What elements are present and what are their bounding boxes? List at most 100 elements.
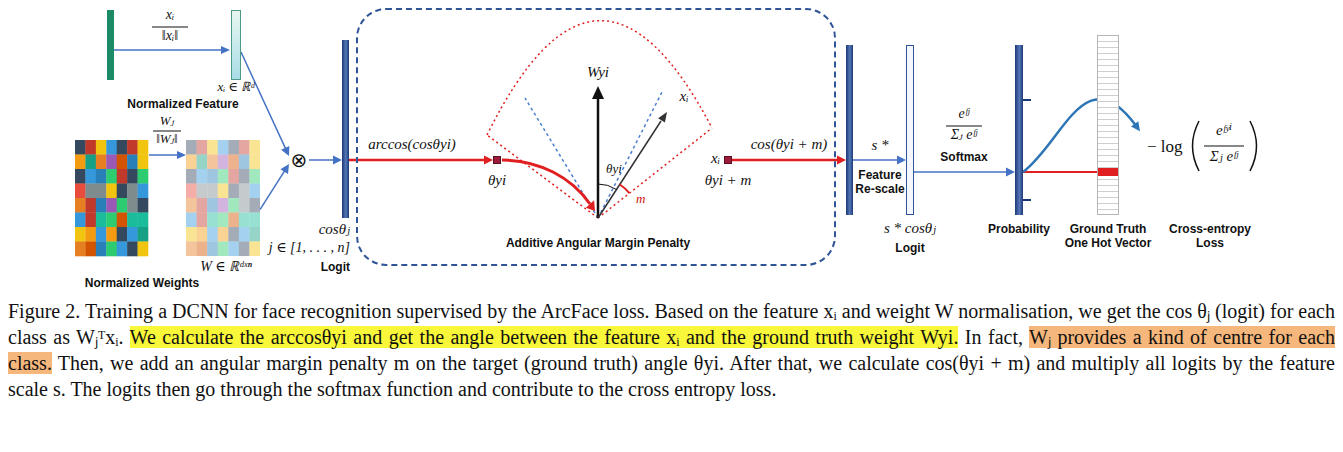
arrow-connector <box>349 156 493 165</box>
math-label: θyi <box>606 162 622 177</box>
matrix-cell <box>117 155 128 170</box>
normalized-weight-matrix: W ∈ ℝᵈˣⁿNormalized Weights <box>186 140 260 256</box>
matrix-cell <box>117 140 128 155</box>
matrix-cell <box>138 140 149 155</box>
arrow-head <box>177 151 186 159</box>
matrix-cell <box>218 198 229 213</box>
margin-arc <box>620 185 630 194</box>
math-label: Wyi <box>587 64 609 81</box>
matrix-cell <box>127 242 138 257</box>
figure-caption: Figure 2. Training a DCNN for face recog… <box>8 298 1335 402</box>
node-label: xᵢ <box>711 150 720 167</box>
matrix-cell <box>138 184 149 199</box>
matrix-cell <box>127 184 138 199</box>
matrix-cell <box>239 242 250 257</box>
connector-line <box>732 159 839 162</box>
matrix-cell <box>197 169 208 184</box>
matrix-cell <box>96 213 107 228</box>
rescaled-logit-bar: s * cosθⱼLogit <box>906 45 914 215</box>
math-label: eᶠʲ <box>959 106 970 122</box>
class-centre-vector <box>597 97 600 218</box>
class-boundary <box>525 92 662 218</box>
matrix-cell <box>138 213 149 228</box>
matrix-cell <box>186 140 197 155</box>
matrix-cell <box>186 169 197 184</box>
angle-pointer <box>502 160 590 204</box>
math-label: xᵢ <box>166 7 174 23</box>
matrix-cell <box>106 227 117 242</box>
matrix-cell <box>186 213 197 228</box>
matrix-cell <box>186 198 197 213</box>
matrix-cell <box>75 155 86 170</box>
margin-sector <box>487 21 712 218</box>
node-label: Feature Re-scale <box>851 168 909 197</box>
raw-weight-matrix <box>75 140 148 256</box>
node-label: Ground Truth One Hot Vector <box>1058 222 1158 251</box>
matrix-cell <box>197 155 208 170</box>
matrix-cell <box>249 169 260 184</box>
matrix-cell <box>249 155 260 170</box>
fraction-line <box>946 126 982 127</box>
loss-formula: − logeᶠʸⁱΣⱼ eᶠʲCross-entropy Loss <box>1140 118 1262 184</box>
matrix-cell <box>228 155 239 170</box>
matrix-cell <box>186 155 197 170</box>
node-label: eᶠʸⁱ <box>1216 122 1232 139</box>
matrix-cell <box>239 184 250 199</box>
matrix-cell <box>85 198 96 213</box>
matrix-cell <box>106 184 117 199</box>
edge-label: s * <box>871 137 888 154</box>
node-label: Probability <box>988 222 1050 236</box>
matrix-cell <box>207 227 218 242</box>
node-label: − log <box>1147 137 1183 157</box>
raw-feature-bar <box>107 10 114 80</box>
node-label: ⊗ <box>291 149 308 171</box>
matrix-cell <box>239 227 250 242</box>
arrow-connector <box>732 155 846 164</box>
matrix-cell <box>239 198 250 213</box>
arrow-head <box>333 156 342 165</box>
arrow-head <box>586 200 595 211</box>
matrix-cell <box>197 140 208 155</box>
matrix-cell <box>207 169 218 184</box>
matrix-cell <box>249 227 260 242</box>
matrix-cell <box>249 242 260 257</box>
node-label: Additive Angular Margin Penalty <box>506 236 690 250</box>
matrix-cell <box>249 213 260 228</box>
math-label: m <box>636 192 645 207</box>
matrix-cell <box>117 227 128 242</box>
matrix-cell <box>127 213 138 228</box>
arrow-connector <box>309 156 342 165</box>
matrix-cell <box>127 140 138 155</box>
matrix-cell <box>207 155 218 170</box>
matrix-cell <box>197 184 208 199</box>
edge-label: Softmax <box>940 150 987 164</box>
matrix-cell <box>75 242 86 257</box>
arrow-head <box>1131 121 1140 131</box>
matrix-cell <box>218 242 229 257</box>
arrow-head <box>280 164 289 174</box>
arrow-head <box>281 146 289 156</box>
arrow-head <box>897 155 906 164</box>
node-label: xᵢ ∈ ℝᵈ <box>218 80 255 95</box>
matrix-cell <box>117 184 128 199</box>
matrix-cell <box>249 198 260 213</box>
matrix-cell <box>106 242 117 257</box>
one-hot-vector: Ground Truth One Hot Vector <box>1097 35 1119 215</box>
matrix-cell <box>75 169 86 184</box>
node-label: Normalized Feature <box>127 97 238 111</box>
matrix-cell <box>106 169 117 184</box>
matrix-cell <box>249 140 260 155</box>
matrix-cell <box>75 213 86 228</box>
matrix-cell <box>75 140 86 155</box>
logit-bar: Feature Re-scale <box>846 45 853 215</box>
matrix-cell <box>228 140 239 155</box>
matrix-cell <box>239 140 250 155</box>
matrix-cell <box>85 213 96 228</box>
matrix-cell <box>96 169 107 184</box>
matrix-cell <box>75 184 86 199</box>
matrix-cell <box>75 198 86 213</box>
matrix-cell <box>127 169 138 184</box>
matrix-cell <box>96 184 107 199</box>
node-label: cosθⱼ <box>319 221 350 238</box>
parenthesis <box>1193 121 1200 171</box>
